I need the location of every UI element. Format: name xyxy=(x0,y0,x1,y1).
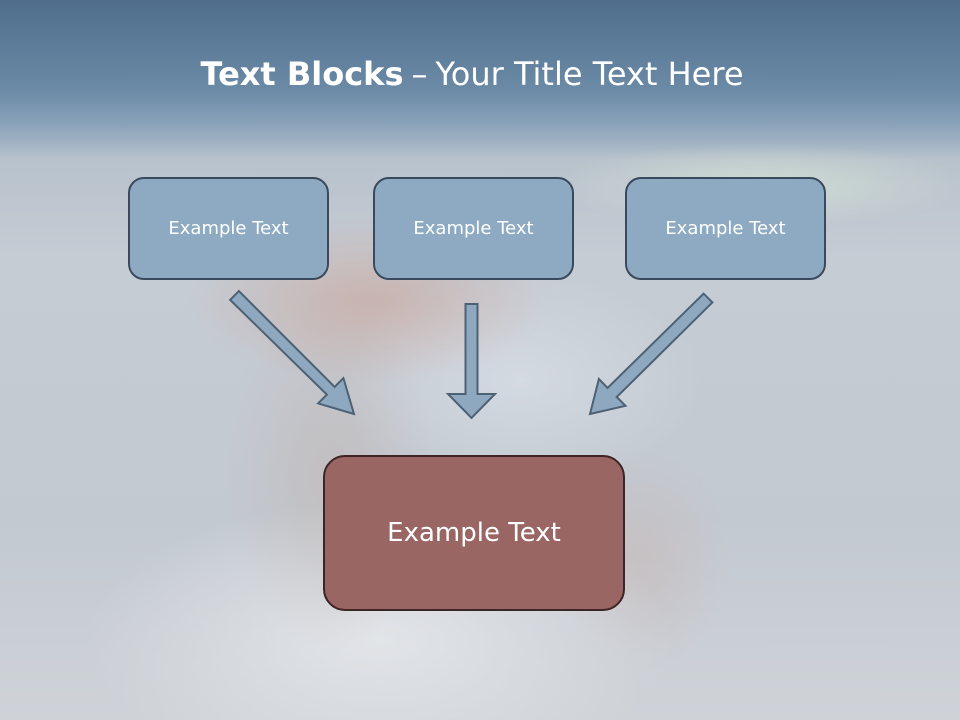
text-block-2[interactable]: Example Text xyxy=(373,177,574,280)
target-text-block-label: Example Text xyxy=(387,518,561,548)
target-text-block[interactable]: Example Text xyxy=(323,455,625,611)
title-bold-part: Text Blocks xyxy=(200,55,404,93)
arrow-left xyxy=(228,289,356,416)
arrow-right xyxy=(588,292,714,416)
text-block-1[interactable]: Example Text xyxy=(128,177,329,280)
title-rest: Your Title Text Here xyxy=(435,55,744,93)
text-block-3-label: Example Text xyxy=(665,218,786,239)
title-dash: – xyxy=(411,55,428,93)
text-block-3[interactable]: Example Text xyxy=(625,177,826,280)
text-block-2-label: Example Text xyxy=(413,218,534,239)
slide-title: Text Blocks–Your Title Text Here xyxy=(0,52,944,96)
text-block-1-label: Example Text xyxy=(168,218,289,239)
arrow-center xyxy=(445,303,498,420)
